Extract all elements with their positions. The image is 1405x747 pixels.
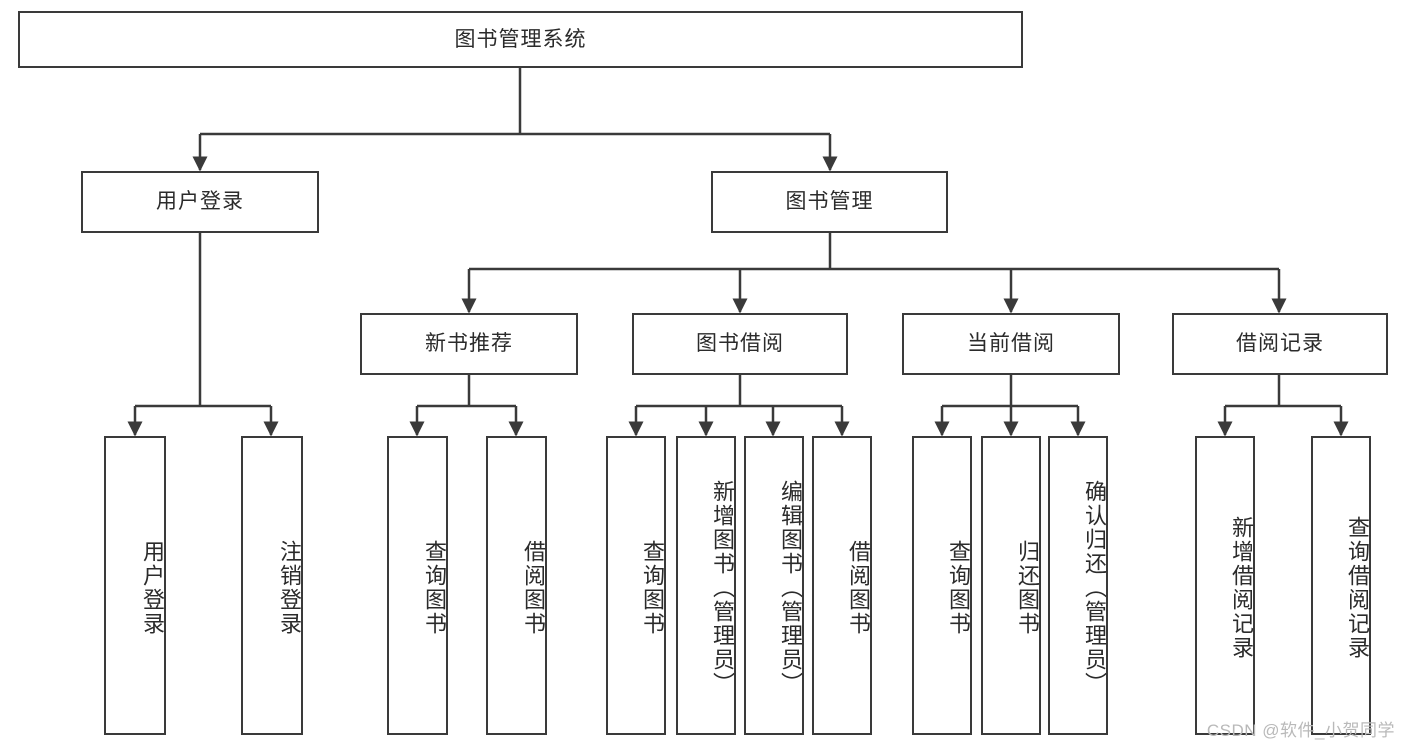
node-leaf-return-book[interactable]: 归还图书 <box>981 436 1041 735</box>
node-root[interactable]: 图书管理系统 <box>18 11 1023 68</box>
node-user-login-label: 用户登录 <box>156 190 244 214</box>
node-current-borrow[interactable]: 当前借阅 <box>902 313 1120 375</box>
node-leaf-query-book-1[interactable]: 查询图书 <box>387 436 448 735</box>
node-leaf-user-login[interactable]: 用户登录 <box>104 436 166 735</box>
node-new-book-recommend[interactable]: 新书推荐 <box>360 313 578 375</box>
node-leaf-query-record-label: 查询借阅记录 <box>1345 515 1370 660</box>
node-leaf-add-book[interactable]: 新增图书（管理员） <box>676 436 736 735</box>
node-user-login[interactable]: 用户登录 <box>81 171 319 233</box>
node-borrow-record[interactable]: 借阅记录 <box>1172 313 1388 375</box>
node-root-label: 图书管理系统 <box>454 27 587 51</box>
node-leaf-logout-login[interactable]: 注销登录 <box>241 436 303 735</box>
node-leaf-add-record-label: 新增借阅记录 <box>1229 515 1254 660</box>
node-book-borrow-label: 图书借阅 <box>696 332 784 356</box>
node-book-borrow[interactable]: 图书借阅 <box>632 313 848 375</box>
node-book-manage[interactable]: 图书管理 <box>711 171 948 233</box>
node-leaf-borrow-book-1[interactable]: 借阅图书 <box>486 436 547 735</box>
node-leaf-borrow-book-2[interactable]: 借阅图书 <box>812 436 872 735</box>
node-current-borrow-label: 当前借阅 <box>967 332 1055 356</box>
node-borrow-record-label: 借阅记录 <box>1236 332 1324 356</box>
node-book-manage-label: 图书管理 <box>785 190 874 214</box>
node-leaf-query-book-2[interactable]: 查询图书 <box>606 436 666 735</box>
node-leaf-borrow-book-2-label: 借阅图书 <box>846 539 871 636</box>
node-leaf-borrow-book-1-label: 借阅图书 <box>521 539 546 636</box>
node-leaf-return-book-label: 归还图书 <box>1015 539 1040 636</box>
node-leaf-confirm-return-label: 确认归还（管理员） <box>1082 479 1107 696</box>
node-leaf-query-book-3[interactable]: 查询图书 <box>912 436 972 735</box>
node-leaf-user-login-label: 用户登录 <box>140 539 165 636</box>
node-leaf-add-record[interactable]: 新增借阅记录 <box>1195 436 1255 735</box>
node-leaf-query-book-3-label: 查询图书 <box>946 539 971 636</box>
node-leaf-query-record[interactable]: 查询借阅记录 <box>1311 436 1371 735</box>
node-leaf-query-book-2-label: 查询图书 <box>640 539 665 636</box>
node-leaf-query-book-1-label: 查询图书 <box>422 539 447 636</box>
watermark: CSDN @软件_小贺同学 <box>1206 721 1395 740</box>
node-leaf-logout-login-label: 注销登录 <box>277 539 302 636</box>
node-new-book-recommend-label: 新书推荐 <box>425 332 513 356</box>
node-leaf-confirm-return[interactable]: 确认归还（管理员） <box>1048 436 1108 735</box>
node-leaf-edit-book-label: 编辑图书（管理员） <box>778 479 803 696</box>
node-leaf-edit-book[interactable]: 编辑图书（管理员） <box>744 436 804 735</box>
node-leaf-add-book-label: 新增图书（管理员） <box>710 479 735 696</box>
